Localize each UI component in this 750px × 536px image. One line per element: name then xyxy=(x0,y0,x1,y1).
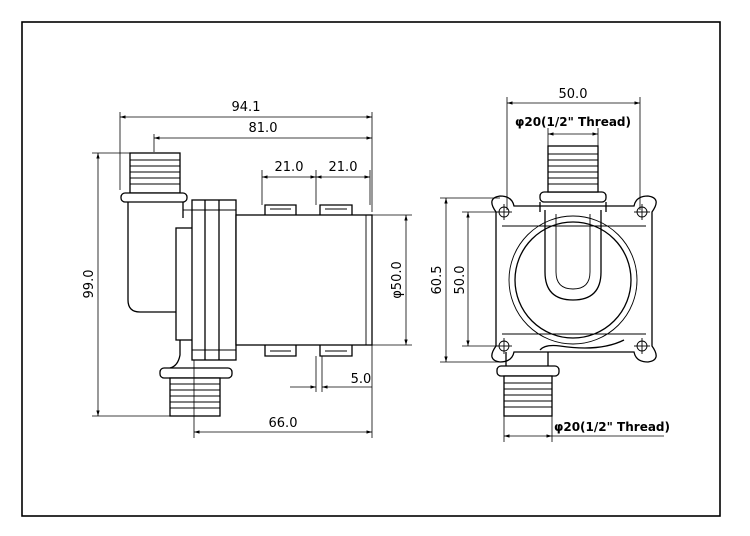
drawing-border xyxy=(21,21,721,517)
dim-label-hole-spacing: 50.0 xyxy=(453,266,468,295)
dim-label-inlet-thread: φ20(1/2" Thread) xyxy=(554,420,670,434)
dim-inlet-thread: φ20(1/2" Thread) xyxy=(503,416,670,442)
dim-label-side-width: 50.0 xyxy=(559,87,588,102)
dim-hole-spacing: 50.0 xyxy=(453,211,498,347)
dim-label-overall-length: 94.1 xyxy=(232,100,261,115)
dim-side-width: 50.0 xyxy=(506,87,641,210)
side-inlet-pipe xyxy=(496,352,560,417)
inlet-pipe xyxy=(159,340,233,417)
volute-housing xyxy=(508,210,638,351)
dim-flange-height: 60.5 xyxy=(430,197,500,363)
side-view: 50.0 φ20(1/2" Thread) 60.5 50.0 xyxy=(430,87,670,442)
dim-height: 99.0 xyxy=(82,152,170,417)
pump-volute xyxy=(175,199,237,361)
dim-label-outlet-thread: φ20(1/2" Thread) xyxy=(515,115,631,129)
outlet-pipe xyxy=(120,152,196,313)
dim-label-base-length: 66.0 xyxy=(269,416,298,431)
dim-outlet-thread: φ20(1/2" Thread) xyxy=(515,115,631,146)
motor-body xyxy=(235,204,373,357)
dim-base-length: 66.0 xyxy=(193,345,373,438)
dim-label-height: 99.0 xyxy=(82,270,97,299)
dim-label-slot-a: 21.0 xyxy=(275,160,304,175)
dim-diameter: φ50.0 xyxy=(372,214,412,346)
dim-label-diameter: φ50.0 xyxy=(390,261,405,299)
dim-label-flange-height: 60.5 xyxy=(430,266,445,295)
dim-overall-length: 94.1 xyxy=(119,100,373,212)
dim-body-length: 81.0 xyxy=(153,121,372,152)
dim-label-slot-b: 21.0 xyxy=(329,160,358,175)
front-view: 94.1 81.0 21.0 21.0 99.0 xyxy=(82,100,412,438)
dim-label-body-length: 81.0 xyxy=(249,121,278,136)
side-outlet-pipe xyxy=(539,145,607,212)
dim-slots: 21.0 21.0 xyxy=(261,160,371,205)
dim-label-gap: 5.0 xyxy=(351,372,372,387)
dim-gap: 5.0 xyxy=(290,356,372,392)
